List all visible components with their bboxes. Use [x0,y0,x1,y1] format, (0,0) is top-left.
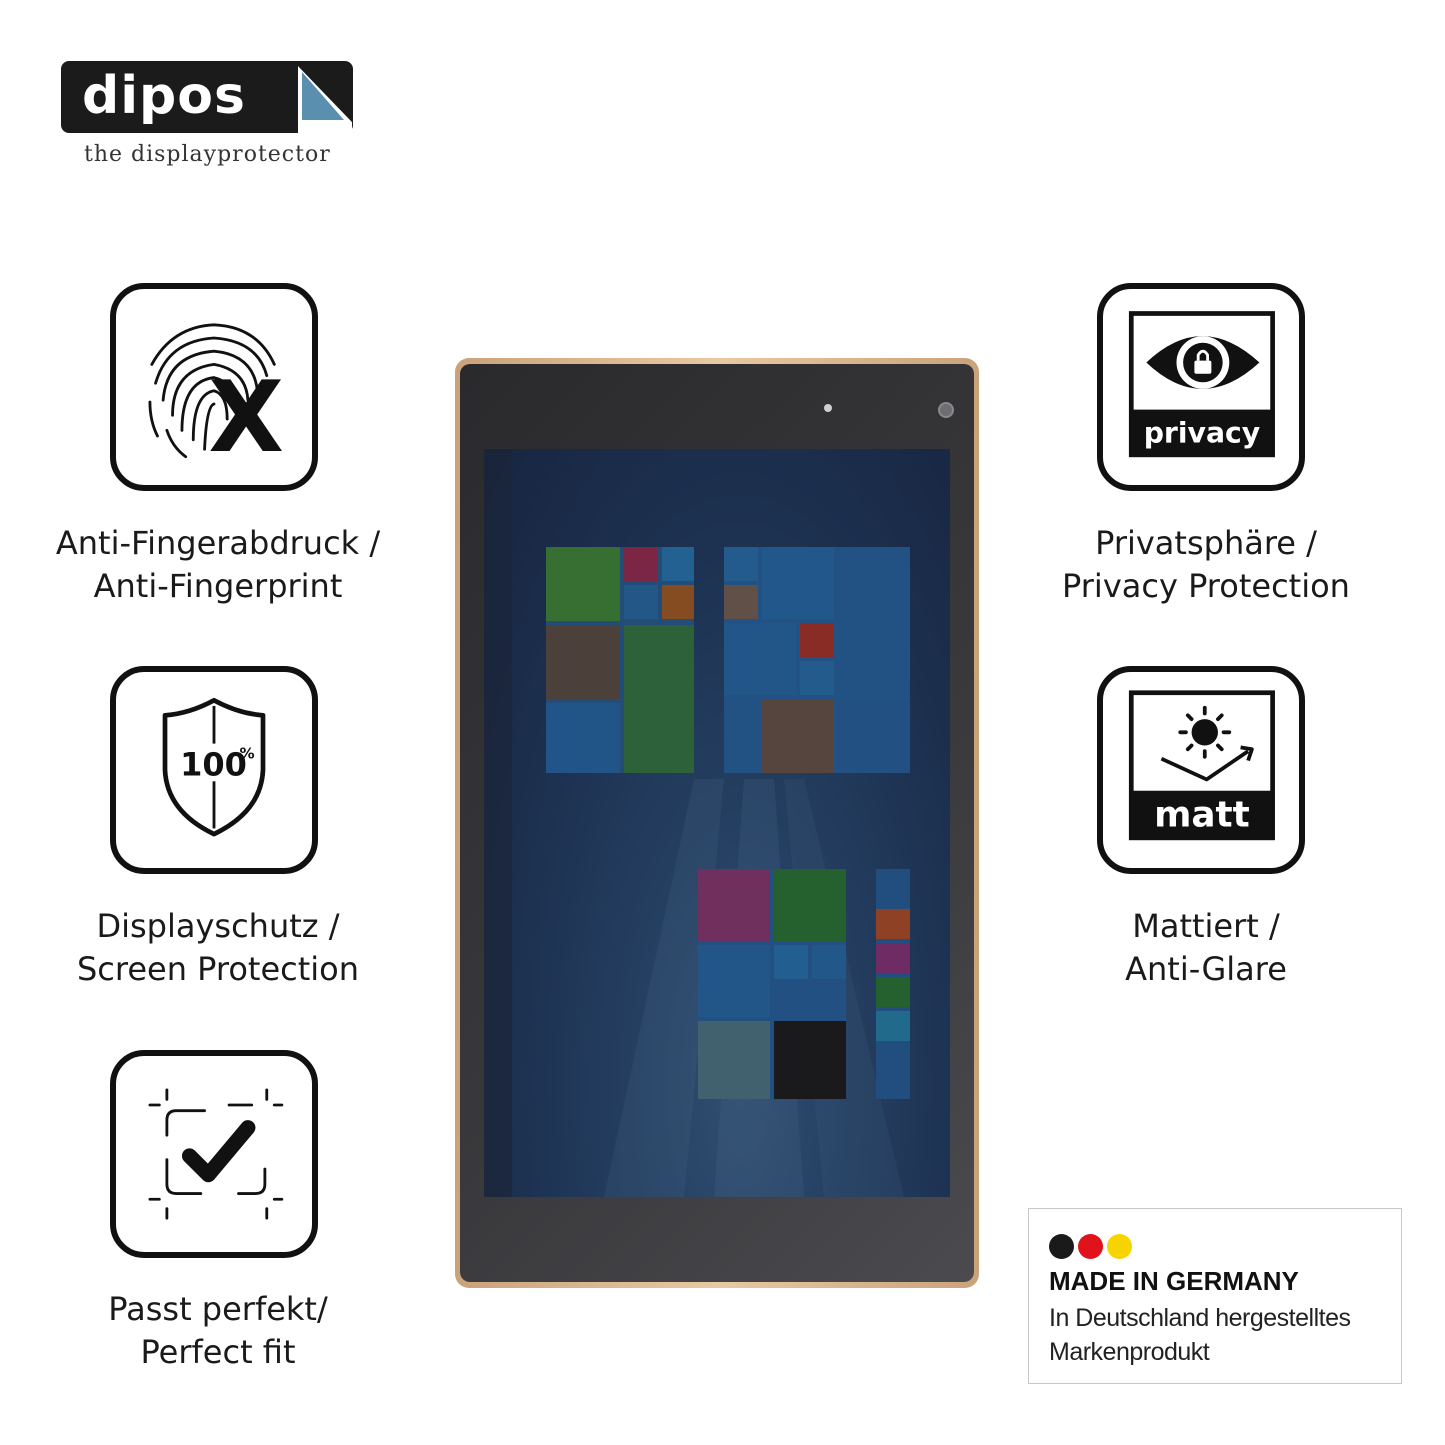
peel-corner-icon [298,66,352,134]
matt-badge-text: matt [1154,795,1250,836]
shield-badge-text: 100 [180,746,247,784]
eye-lock-icon: privacy [1128,311,1275,458]
windows-tablet-image [484,449,910,1197]
camera-icon [938,402,954,418]
logo-brand: dipos [82,66,246,126]
feature-matt-tile: matt [1097,666,1305,874]
shield-100-icon: 100 % [162,697,266,837]
tablet-screen [484,449,950,1197]
privacy-badge-text: privacy [1144,417,1260,450]
made-in-subtitle: In Deutschland hergestelltes Markenprodu… [1049,1304,1351,1366]
feature-screen-caption: Displayschutz / Screen Protection [76,907,360,988]
shield-badge-sup: % [239,745,254,763]
sun-reflection-icon: matt [1128,690,1275,841]
privacy-filter-overlay [484,449,950,1197]
feature-fingerprint-caption: Anti-Fingerabdruck / Anti-Fingerprint [55,524,381,605]
flag-dot-red [1078,1234,1103,1259]
feature-fit-caption: Passt perfekt/ Perfect fit [108,1290,328,1371]
fingerprint-x-icon: X [148,323,284,475]
feature-fingerprint-tile: X [110,283,318,491]
check-frame-icon [148,1088,284,1220]
flag-dot-gold [1107,1234,1132,1259]
feature-privacy-tile: privacy [1097,283,1305,491]
made-in-germany-box: MADE IN GERMANY In Deutschland hergestel… [1028,1208,1402,1384]
sensor-dot [824,404,832,412]
made-in-title: MADE IN GERMANY [1049,1266,1299,1296]
feature-screen-tile: 100 % [110,666,318,874]
flag-dot-black [1049,1234,1074,1259]
feature-privacy-caption: Privatsphäre / Privacy Protection [1062,524,1350,605]
svg-text:X: X [208,361,284,475]
tagline: the displayprotector [84,142,331,167]
feature-matt-caption: Mattiert / Anti-Glare [1125,907,1287,988]
feature-fit-tile [110,1050,318,1258]
